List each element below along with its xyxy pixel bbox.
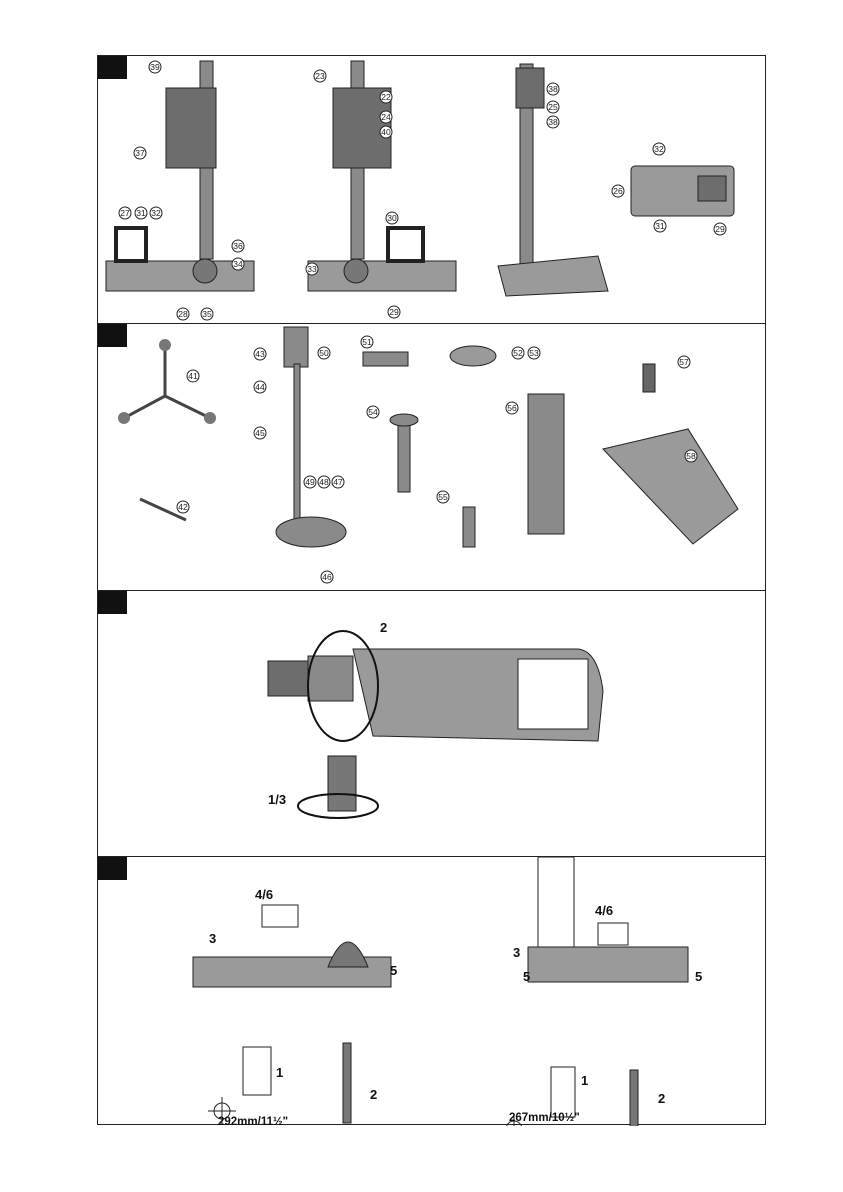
svg-text:29: 29 (715, 224, 725, 234)
core-drill-body (268, 649, 603, 811)
dimension-label: 267mm/10½" (509, 1112, 580, 1124)
svg-text:48: 48 (319, 477, 329, 487)
drill-stand-front-view (106, 61, 254, 291)
svg-text:23: 23 (315, 71, 325, 81)
svg-text:38: 38 (548, 117, 558, 127)
spacer-accessory (463, 507, 475, 547)
svg-text:25: 25 (548, 102, 558, 112)
svg-text:22: 22 (381, 92, 391, 102)
svg-text:26: 26 (613, 186, 623, 196)
svg-text:32: 32 (654, 144, 664, 154)
step-number: 2 (380, 620, 387, 635)
svg-text:33: 33 (307, 264, 317, 274)
step-number: 5 (390, 963, 397, 978)
tripod-accessory (118, 339, 216, 424)
drill-stand-side-view (498, 64, 608, 296)
svg-text:36: 36 (233, 241, 243, 251)
base-profile-left (193, 905, 391, 1123)
dimension-label: 292mm/11½" (218, 1116, 288, 1126)
svg-text:27: 27 (120, 208, 130, 218)
panel-2: 41 42 43 50 44 45 49 48 47 46 51 52 53 5… (98, 324, 765, 591)
svg-text:32: 32 (151, 208, 161, 218)
step-number: 4/6 (255, 887, 273, 902)
base-plate-accessory (603, 429, 738, 544)
svg-text:58: 58 (686, 451, 696, 461)
svg-text:35: 35 (202, 309, 212, 319)
svg-text:30: 30 (387, 213, 397, 223)
svg-text:56: 56 (507, 403, 517, 413)
step-number: 2 (658, 1091, 665, 1106)
accessories-illustrations: 41 42 43 50 44 45 49 48 47 46 51 52 53 5… (98, 324, 767, 591)
svg-text:46: 46 (322, 572, 332, 582)
svg-text:42: 42 (178, 502, 188, 512)
ring-accessory (450, 346, 496, 366)
vacuum-adapter (390, 414, 418, 492)
page-bottom-edge (0, 1186, 843, 1192)
panel-1: 39 23 22 24 40 37 38 25 38 32 26 31 29 2… (98, 56, 765, 324)
step-number: 5 (695, 969, 702, 984)
svg-text:50: 50 (319, 348, 329, 358)
svg-text:41: 41 (188, 371, 198, 381)
column-extension (276, 327, 346, 547)
svg-text:38: 38 (548, 84, 558, 94)
svg-text:47: 47 (333, 477, 343, 487)
svg-text:39: 39 (150, 62, 160, 72)
svg-text:43: 43 (255, 349, 265, 359)
panel-3: 2 1/3 (98, 591, 765, 857)
svg-text:55: 55 (438, 492, 448, 502)
svg-text:29: 29 (389, 307, 399, 317)
panel-4: 4/6 3 5 1 2 292mm/11½" 4/6 3 5 5 1 2 267… (98, 857, 765, 1126)
drill-stand-illustrations: 39 23 22 24 40 37 38 25 38 32 26 31 29 2… (98, 56, 767, 324)
svg-text:53: 53 (529, 348, 539, 358)
svg-text:57: 57 (679, 357, 689, 367)
svg-text:49: 49 (305, 477, 315, 487)
svg-text:40: 40 (381, 127, 391, 137)
anchor-setting-illustrations: 4/6 3 5 1 2 292mm/11½" 4/6 3 5 5 1 2 267… (98, 857, 767, 1126)
core-drill-illustration: 2 1/3 (98, 591, 767, 857)
step-number: 3 (513, 945, 520, 960)
step-number: 1 (581, 1073, 588, 1088)
svg-text:54: 54 (368, 407, 378, 417)
step-number: 1 (276, 1065, 283, 1080)
svg-text:28: 28 (178, 309, 188, 319)
step-number: 3 (209, 931, 216, 946)
svg-text:34: 34 (233, 259, 243, 269)
drill-stand-base-top-view (631, 166, 734, 216)
svg-text:44: 44 (255, 382, 265, 392)
step-number: 2 (370, 1087, 377, 1102)
svg-text:37: 37 (135, 148, 145, 158)
svg-text:52: 52 (513, 348, 523, 358)
clamp-accessory (363, 352, 408, 366)
column-accessory (528, 394, 564, 534)
svg-text:31: 31 (136, 208, 146, 218)
svg-text:51: 51 (362, 337, 372, 347)
lever-accessory (643, 364, 655, 392)
base-profile-right (528, 857, 688, 1126)
figure-frame: 39 23 22 24 40 37 38 25 38 32 26 31 29 2… (97, 55, 766, 1125)
svg-text:31: 31 (655, 221, 665, 231)
step-number: 1/3 (268, 792, 286, 807)
step-number: 4/6 (595, 903, 613, 918)
step-number: 5 (523, 969, 530, 984)
svg-text:45: 45 (255, 428, 265, 438)
svg-text:24: 24 (381, 112, 391, 122)
